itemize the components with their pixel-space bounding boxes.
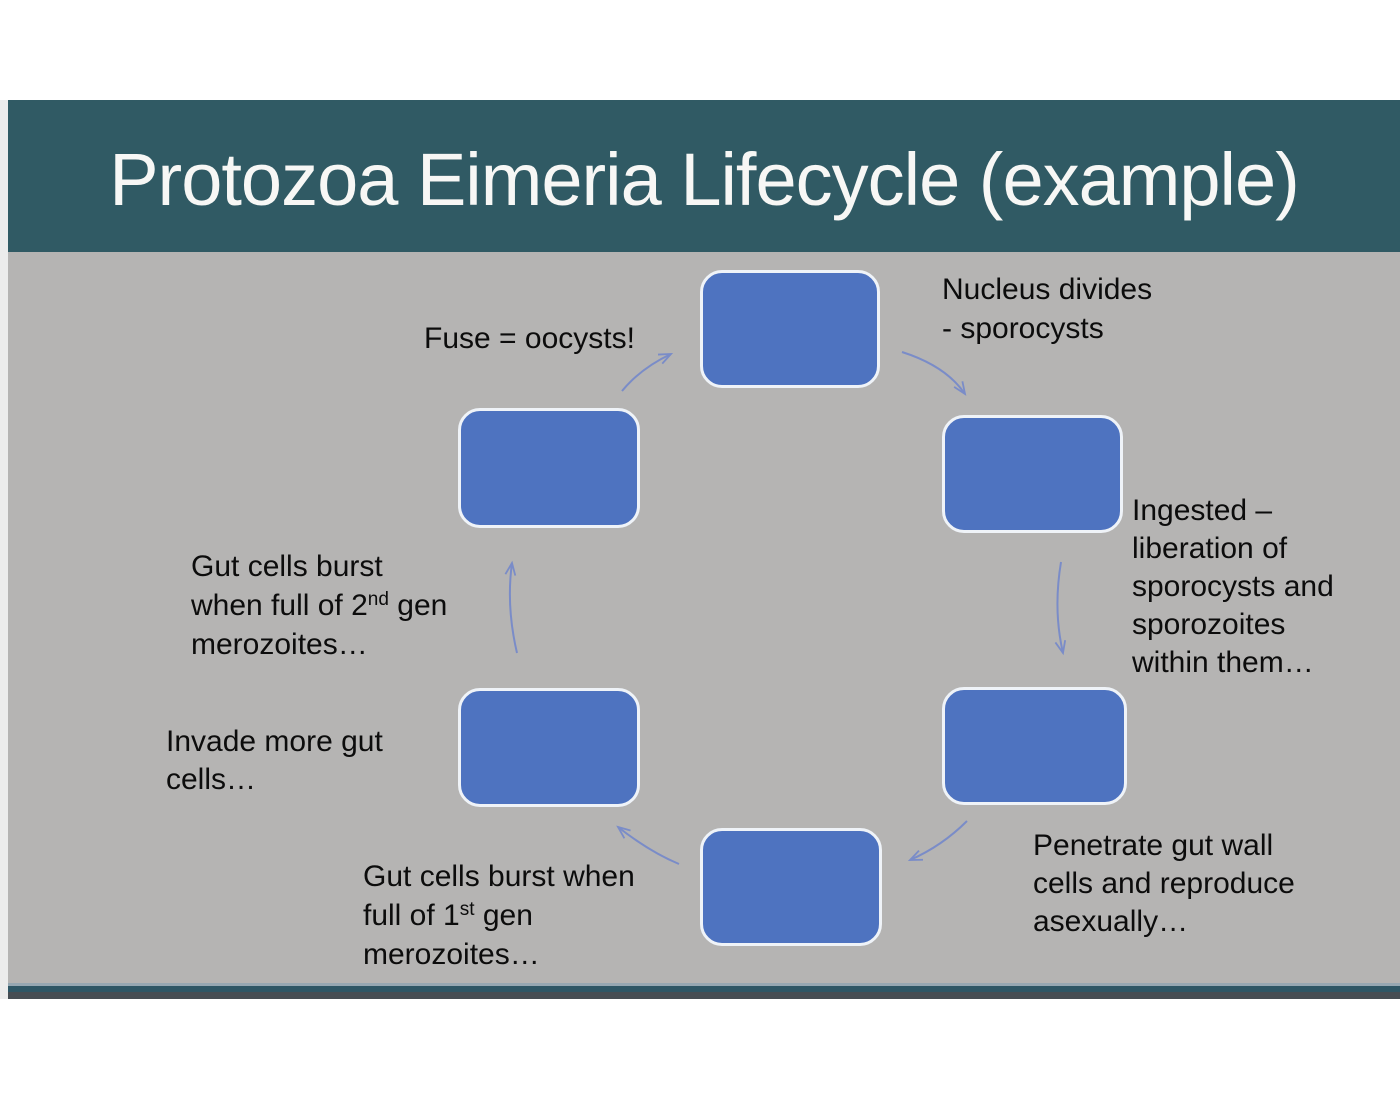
caption-line: cells… — [166, 763, 257, 796]
slide-title: Protozoa Eimeria Lifecycle (example) — [109, 137, 1300, 221]
caption-line: Penetrate gut wall — [1033, 829, 1274, 862]
caption-line: - sporocysts — [942, 312, 1104, 345]
caption-line: merozoites… — [191, 628, 368, 661]
caption-line: sporocysts and — [1132, 570, 1334, 603]
caption-line: Ingested – — [1132, 494, 1273, 527]
caption-nucleus-divides: Nucleus divides - sporocysts — [942, 270, 1152, 348]
slide-footer-dark-strip — [8, 992, 1400, 999]
caption-line: Nucleus divides — [942, 273, 1153, 306]
slide-footer-highlight — [8, 983, 1400, 986]
ordinal-superscript: st — [459, 899, 475, 920]
caption-penetrate-gut-wall: Penetrate gut wall cells and reproduce a… — [1033, 827, 1295, 941]
caption-gut-burst-first-gen: Gut cells burst when full of 1st gen mer… — [363, 857, 635, 974]
caption-invade-more-gut-cells: Invade more gut cells… — [166, 723, 383, 799]
caption-line: cells and reproduce — [1033, 867, 1295, 900]
caption-line: when full of 2nd gen — [191, 589, 448, 622]
caption-line: Invade more gut — [166, 725, 383, 758]
stage-box-lower-right — [942, 687, 1127, 805]
caption-line: within them… — [1132, 646, 1314, 679]
caption-fuse-oocysts: Fuse = oocysts! — [424, 320, 635, 358]
caption-line: Fuse = oocysts! — [424, 322, 635, 355]
stage-box-upper-right — [942, 415, 1123, 533]
stage-box-upper-left — [458, 408, 640, 528]
caption-line: merozoites… — [363, 938, 540, 971]
slide-footer-teal-strip — [8, 986, 1400, 992]
caption-line: full of 1st gen — [363, 899, 533, 932]
ordinal-superscript: nd — [367, 589, 389, 610]
caption-line: asexually… — [1033, 905, 1189, 938]
caption-line: Gut cells burst — [191, 550, 383, 583]
caption-ingested-liberation: Ingested – liberation of sporocysts and … — [1132, 492, 1334, 682]
slide-left-edge — [0, 100, 8, 999]
caption-line: Gut cells burst when — [363, 860, 635, 893]
stage-box-top — [700, 270, 880, 388]
caption-line: liberation of — [1132, 532, 1288, 565]
caption-line: sporozoites — [1132, 608, 1286, 641]
caption-gut-burst-second-gen: Gut cells burst when full of 2nd gen mer… — [191, 547, 447, 664]
stage-box-bottom — [700, 828, 882, 946]
slide-header: Protozoa Eimeria Lifecycle (example) — [8, 100, 1400, 252]
stage-box-lower-left — [458, 688, 640, 807]
